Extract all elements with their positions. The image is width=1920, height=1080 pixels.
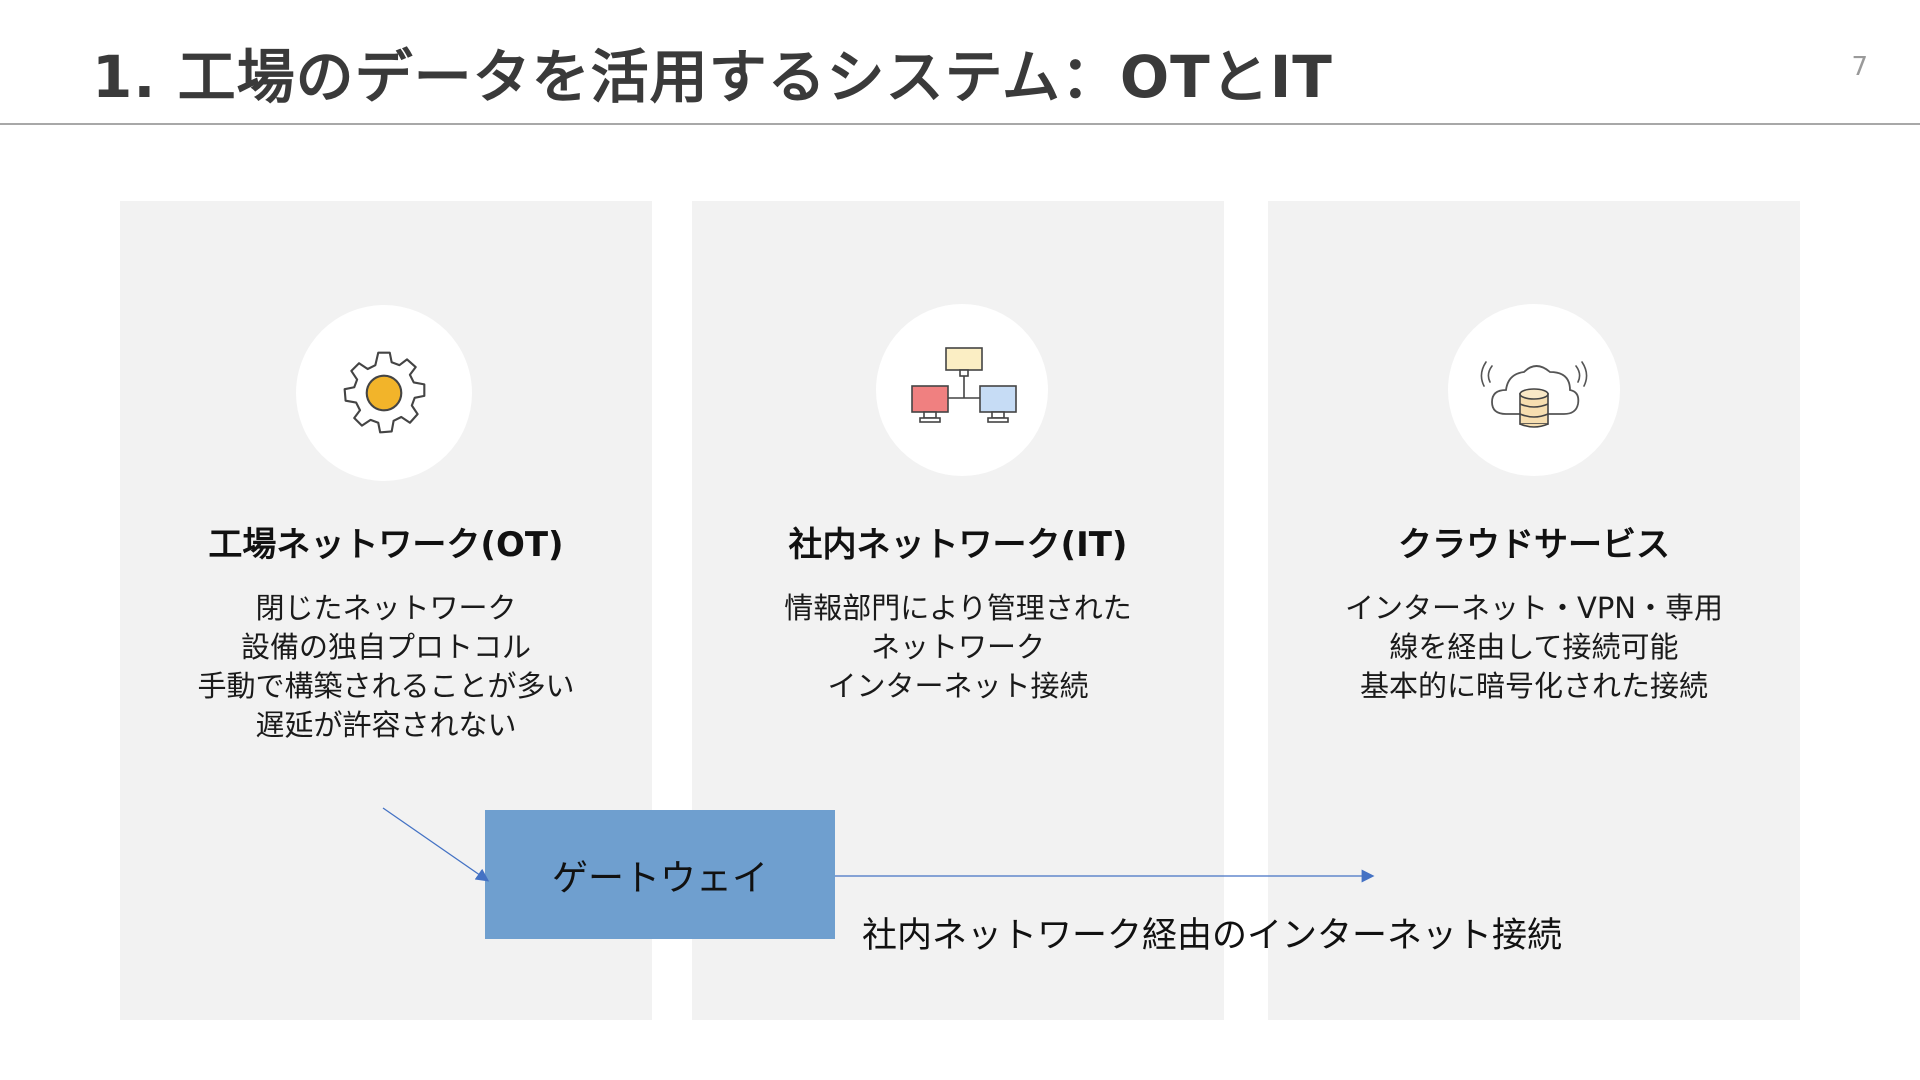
gateway-box: ゲートウェイ bbox=[485, 810, 835, 939]
description-line: 線を経由して接続可能 bbox=[1389, 630, 1679, 664]
panel-description: 閉じたネットワーク 設備の独自プロトコル 手動で構築されることが多い 遅延が許容… bbox=[120, 589, 652, 745]
panel-heading: 社内ネットワーク(IT) bbox=[788, 525, 1128, 565]
cloud-database-icon bbox=[1480, 361, 1588, 428]
panel-description: インターネット・VPN・専用 線を経由して接続可能 基本的に暗号化された接続 bbox=[1268, 589, 1800, 706]
network-computers-icon bbox=[911, 347, 1017, 423]
slide-title: 1. 工場のデータを活用するシステム：OTとIT bbox=[92, 43, 1333, 111]
icon-circle bbox=[1448, 304, 1620, 476]
description-line: 情報部門により管理された bbox=[784, 591, 1132, 625]
description-line: 遅延が許容されない bbox=[255, 708, 517, 742]
panel-factory-network: 工場ネットワーク(OT) 閉じたネットワーク 設備の独自プロトコル 手動で構築さ… bbox=[120, 201, 652, 1020]
connection-label: 社内ネットワーク経由のインターネット接続 bbox=[862, 916, 1563, 956]
icon-circle bbox=[296, 305, 472, 481]
title-divider bbox=[0, 123, 1920, 125]
description-line: 基本的に暗号化された接続 bbox=[1359, 669, 1708, 703]
gear-icon bbox=[343, 351, 426, 434]
gateway-label: ゲートウェイ bbox=[551, 857, 768, 899]
description-line: インターネット接続 bbox=[827, 669, 1089, 703]
page-number: 7 bbox=[1851, 52, 1868, 82]
panel-heading: クラウドサービス bbox=[1398, 525, 1670, 565]
panel-heading: 工場ネットワーク(OT) bbox=[208, 525, 564, 565]
description-line: インターネット・VPN・専用 bbox=[1344, 591, 1724, 625]
description-line: 手動で構築されることが多い bbox=[197, 669, 575, 703]
panel-description: 情報部門により管理された ネットワーク インターネット接続 bbox=[692, 589, 1224, 706]
description-line: ネットワーク bbox=[870, 630, 1045, 664]
icon-circle bbox=[876, 304, 1048, 476]
panel-cloud-service: クラウドサービス インターネット・VPN・専用 線を経由して接続可能 基本的に暗… bbox=[1268, 201, 1800, 1020]
description-line: 閉じたネットワーク bbox=[255, 591, 517, 625]
description-line: 設備の独自プロトコル bbox=[240, 630, 531, 664]
